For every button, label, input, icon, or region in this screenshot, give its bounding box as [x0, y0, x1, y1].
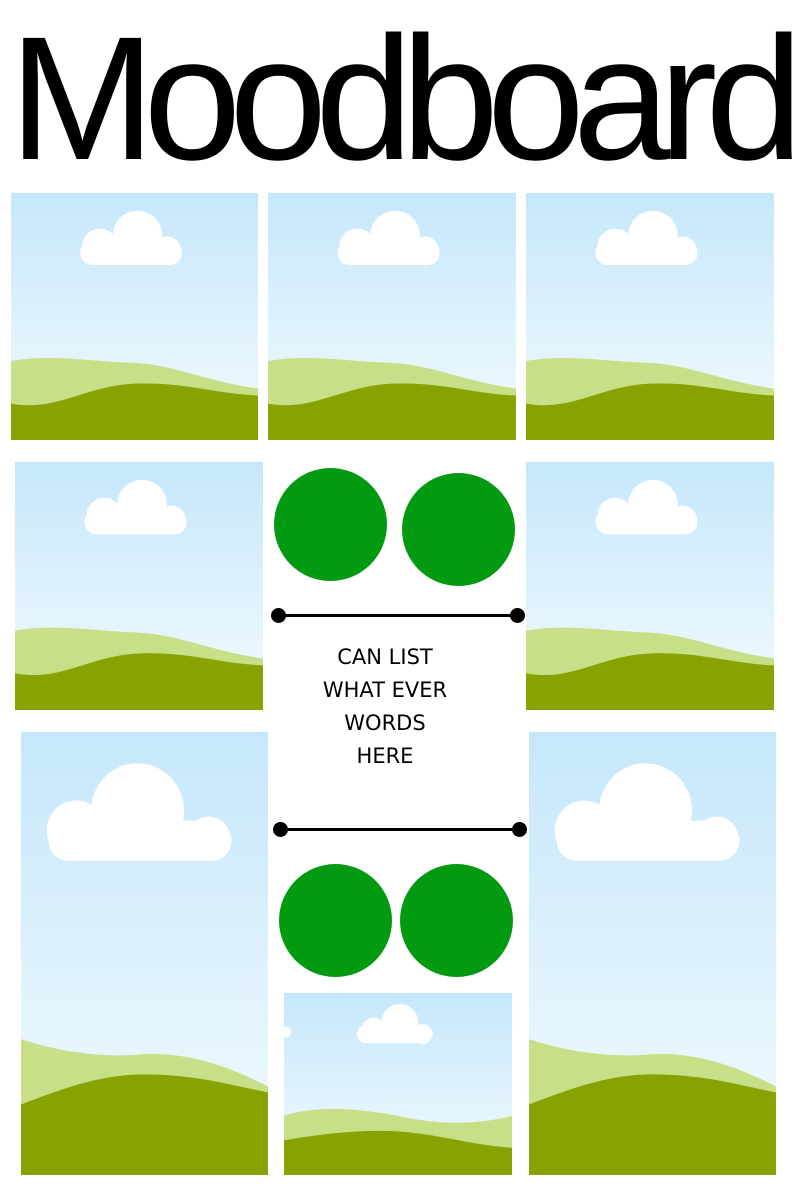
page-title: Moodboard: [8, 1, 800, 197]
image-placeholder-2: [268, 193, 516, 440]
landscape-placeholder-icon: [526, 193, 774, 440]
accent-dot-top-right: [402, 473, 515, 586]
landscape-placeholder-icon: [21, 732, 268, 1175]
accent-dot-bottom-left: [279, 864, 392, 977]
image-placeholder-1: [11, 193, 258, 440]
landscape-placeholder-icon: [526, 462, 774, 710]
landscape-placeholder-icon: [529, 732, 776, 1175]
center-text-line: HERE: [356, 744, 414, 768]
image-placeholder-5: [526, 462, 774, 710]
center-text-line: WORDS: [344, 711, 426, 735]
center-text-block: CAN LIST WHAT EVER WORDS HERE: [285, 641, 485, 773]
image-placeholder-8: [284, 993, 512, 1175]
image-placeholder-3: [526, 193, 774, 440]
landscape-placeholder-icon: [11, 193, 258, 440]
landscape-placeholder-icon: [284, 993, 512, 1175]
landscape-placeholder-icon: [15, 462, 263, 710]
center-text-line: CAN LIST: [337, 645, 433, 669]
divider-line-bottom: [273, 822, 527, 837]
image-placeholder-6: [21, 732, 268, 1175]
accent-dot-bottom-right: [400, 864, 513, 977]
landscape-placeholder-icon: [268, 193, 516, 440]
image-placeholder-7: [529, 732, 776, 1175]
divider-line-top: [271, 608, 525, 623]
accent-dot-top-left: [274, 468, 387, 581]
image-placeholder-4: [15, 462, 263, 710]
center-text-line: WHAT EVER: [322, 678, 448, 702]
